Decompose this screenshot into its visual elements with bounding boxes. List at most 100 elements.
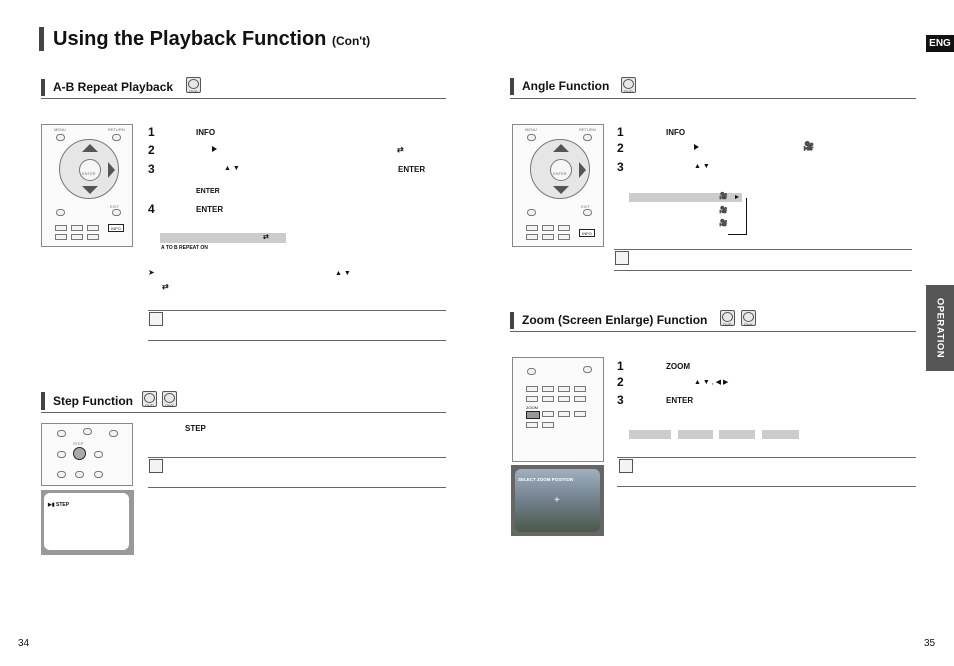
dvd-disc-icon-label: DVD	[624, 89, 633, 94]
remote-illustration-step: STEP	[41, 423, 133, 486]
remote-small-key	[526, 225, 538, 231]
ab-step-4-number: 4	[148, 202, 155, 216]
ab-step-3-sub-keyword: ENTER	[196, 188, 220, 195]
remote-illustration-angle: MENU RETURN ENTER EXIT INFO	[512, 124, 604, 247]
ab-step-1-keyword: INFO	[196, 128, 216, 137]
zoom-step-3-keyword: ENTER	[666, 396, 694, 405]
remote-round-button	[527, 368, 536, 375]
angle-step-2-camera-icon: 🎥	[803, 141, 815, 151]
ab-osd-repeat-icon: ⇄	[263, 234, 269, 241]
angle-rule	[510, 98, 916, 99]
remote-round-button	[94, 451, 103, 458]
zoom-level-box	[719, 430, 755, 439]
remote-exit-button	[583, 209, 592, 216]
remote-exit-button	[583, 366, 592, 373]
ab-step-3-number: 3	[148, 162, 155, 176]
page-title: Using the Playback Function (Con't)	[53, 28, 370, 51]
ab-note-rule-top	[148, 310, 446, 311]
zoom-step-2-arrow-keys-icon: ▲ ▼ , ◀ ▶	[694, 379, 729, 386]
remote-info-label: INFO	[582, 231, 592, 236]
angle-osd-camera-icon: 🎥	[719, 193, 728, 200]
angle-note-rule-top	[614, 249, 912, 250]
angle-step-3-number: 3	[617, 160, 624, 174]
dvd-disc-icon: DVD	[142, 391, 157, 408]
remote-small-key	[574, 386, 586, 392]
remote-return-button	[583, 134, 592, 141]
remote-info-button: INFO	[579, 229, 595, 237]
zoom-level-box	[678, 430, 713, 439]
remote-dpad-down-arrow	[82, 186, 98, 194]
ab-step-4-keyword: ENTER	[196, 205, 224, 214]
zoom-level-box	[629, 430, 671, 439]
page-title-text: Using the Playback Function	[53, 28, 327, 50]
ab-repeat-title: A-B Repeat Playback	[53, 80, 174, 94]
remote-step-button	[73, 447, 86, 460]
remote-enter-label: ENTER	[82, 171, 96, 176]
remote-small-key	[526, 234, 538, 240]
step-title: Step Function	[53, 394, 133, 408]
page-title-suffix: (Con't)	[331, 34, 371, 48]
remote-left-round-button	[56, 209, 65, 216]
ab-step-2-repeat-icon: ⇄	[397, 145, 404, 154]
zoom-title: Zoom (Screen Enlarge) Function	[522, 313, 708, 327]
ab-note-repeat-icon: ⇄	[162, 282, 169, 291]
angle-step-2-play-arrow-icon	[694, 144, 699, 150]
remote-dpad-up-arrow	[553, 144, 569, 152]
ab-note-pencil-icon	[149, 312, 163, 326]
remote-small-key	[558, 234, 570, 240]
remote-round-button	[109, 430, 118, 437]
remote-small-key	[558, 386, 570, 392]
remote-small-key	[542, 386, 554, 392]
step-accent-bar	[41, 392, 45, 410]
dvd-disc-icon-label: DVD	[723, 322, 732, 327]
angle-step-2-number: 2	[617, 141, 624, 155]
remote-round-button	[57, 471, 66, 478]
zoom-step-3-number: 3	[617, 393, 624, 407]
dvd-disc-icon: DVD	[186, 77, 201, 94]
divx-disc-icon-label: DivX	[165, 403, 174, 408]
ab-osd-caption: A TO B REPEAT ON	[161, 245, 208, 251]
remote-small-key	[542, 396, 554, 402]
remote-enter-button: ENTER	[550, 159, 572, 181]
zoom-note-rule-top	[617, 457, 916, 458]
zoom-tv-screen-inner: SELECT ZOOM POSITION +	[515, 469, 600, 532]
zoom-level-box	[762, 430, 799, 439]
angle-step-3-up-down-icon: ▲ ▼	[694, 163, 710, 170]
angle-osd-play-arrow-icon	[735, 195, 739, 199]
remote-small-key	[526, 396, 538, 402]
remote-dpad-right-arrow	[579, 162, 586, 178]
divx-disc-icon: DivX	[741, 310, 756, 327]
remote-round-button	[83, 428, 92, 435]
divx-disc-icon: DivX	[162, 391, 177, 408]
remote-small-key	[542, 225, 554, 231]
zoom-step-1-number: 1	[617, 359, 624, 373]
remote-small-key	[71, 225, 83, 231]
angle-option-camera-icon: 🎥	[719, 207, 728, 214]
language-badge: ENG	[926, 35, 954, 52]
remote-dpad-down-arrow	[553, 186, 569, 194]
remote-round-button	[94, 471, 103, 478]
remote-dpad-right-arrow	[108, 162, 115, 178]
zoom-note-pencil-icon	[619, 459, 633, 473]
remote-small-key	[542, 422, 554, 428]
remote-round-button	[75, 471, 84, 478]
zoom-tv-screen: SELECT ZOOM POSITION +	[511, 465, 604, 536]
ab-note-rule-bottom	[148, 340, 446, 341]
operation-side-tab-label: OPERATION	[934, 297, 946, 359]
remote-exit-label: EXIT	[110, 204, 119, 209]
divx-disc-icon-label: DivX	[744, 322, 753, 327]
ab-note-pointer-icon: ➤	[148, 268, 155, 277]
remote-illustration-zoom: ZOOM	[512, 357, 604, 462]
step-note-rule-bottom	[148, 487, 446, 488]
angle-step-1-keyword: INFO	[666, 128, 686, 137]
remote-small-key	[542, 411, 554, 417]
zoom-step-1-keyword: ZOOM	[666, 362, 690, 371]
dvd-disc-icon-label: DVD	[189, 89, 198, 94]
remote-enter-button: ENTER	[79, 159, 101, 181]
dvd-disc-icon: DVD	[621, 77, 636, 94]
remote-menu-button	[527, 134, 536, 141]
remote-small-key	[574, 396, 586, 402]
step-keyword: STEP	[185, 424, 206, 433]
step-tv-screen: ▶▮ STEP	[41, 490, 134, 555]
remote-menu-label: MENU	[54, 127, 66, 132]
